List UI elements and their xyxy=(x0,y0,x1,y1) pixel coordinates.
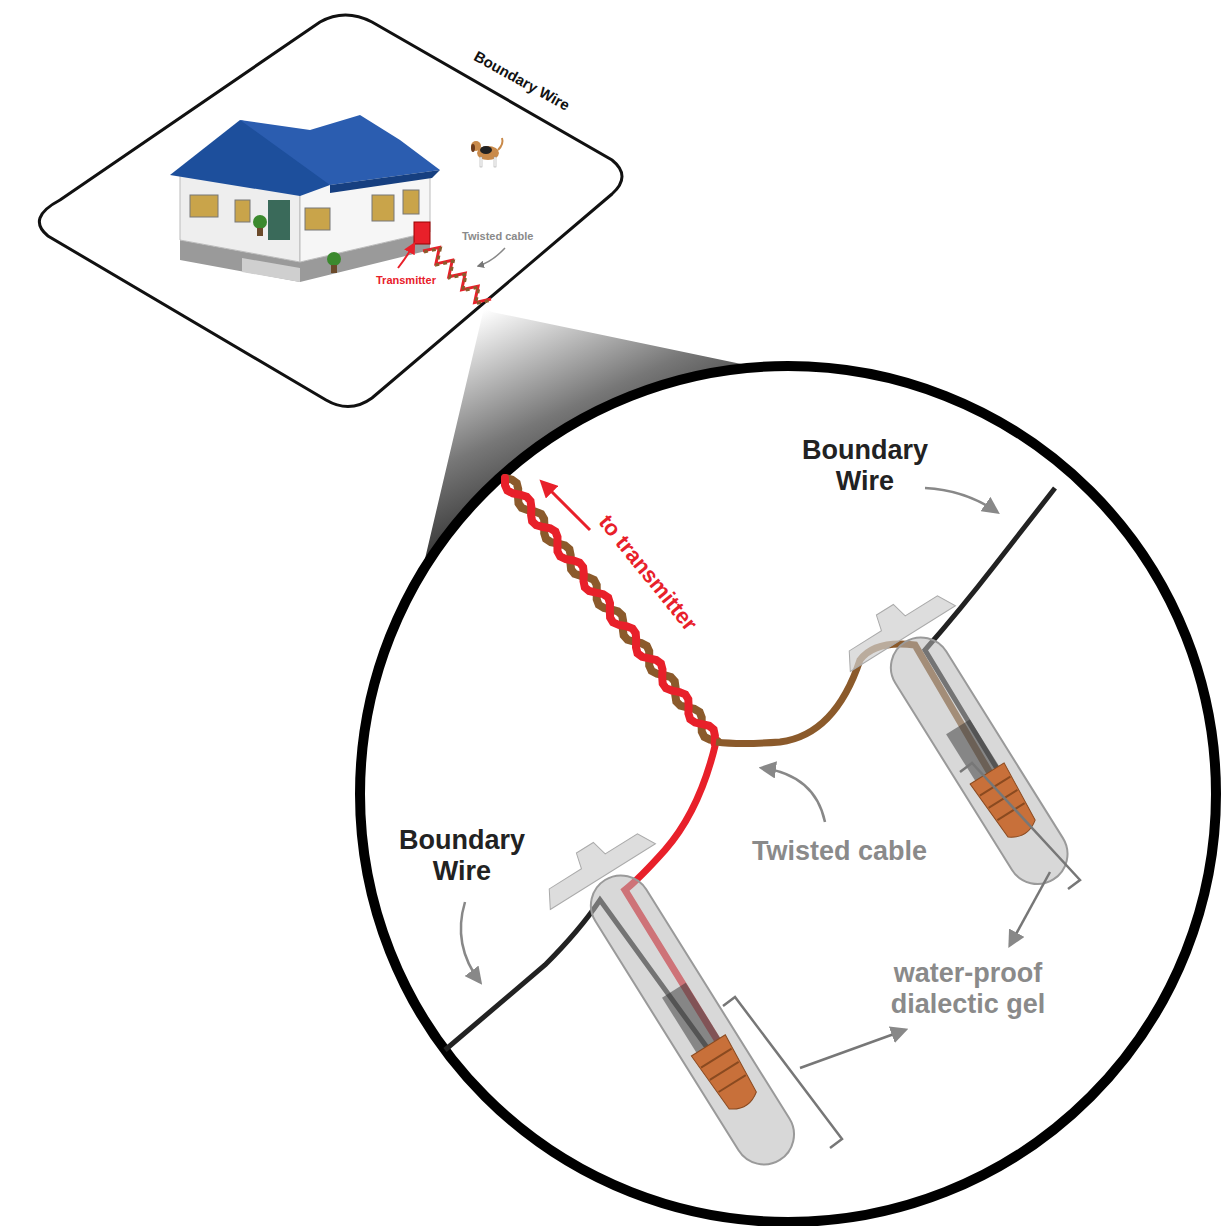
pointer-arrow xyxy=(461,902,480,982)
transmitter-box xyxy=(414,222,430,244)
transmitter-arrow xyxy=(398,244,414,268)
transmitter-label: Transmitter xyxy=(376,274,466,287)
dog xyxy=(471,138,503,167)
boundary-wire-label: Boundary Wire xyxy=(785,435,945,497)
boundary-wire-label: Boundary Wire xyxy=(382,825,542,887)
twisted-cable-label: Twisted cable xyxy=(462,230,562,243)
gel-arrow xyxy=(1010,872,1050,945)
gel-bracket xyxy=(723,997,842,1148)
pointer-arrow xyxy=(925,488,997,512)
pointer-arrow xyxy=(762,768,825,822)
magnifier-circle xyxy=(360,366,1216,1222)
house xyxy=(170,115,440,282)
to-transmitter-arrow xyxy=(542,482,590,530)
gel-label: water-proof dialectic gel xyxy=(868,958,1068,1020)
wire-connector xyxy=(532,815,832,1193)
twisted-cable-arrow-small xyxy=(478,248,505,266)
twisted-cable-label: Twisted cable xyxy=(752,836,972,867)
gel-arrow xyxy=(800,1030,905,1068)
gel-bracket xyxy=(960,763,1080,889)
